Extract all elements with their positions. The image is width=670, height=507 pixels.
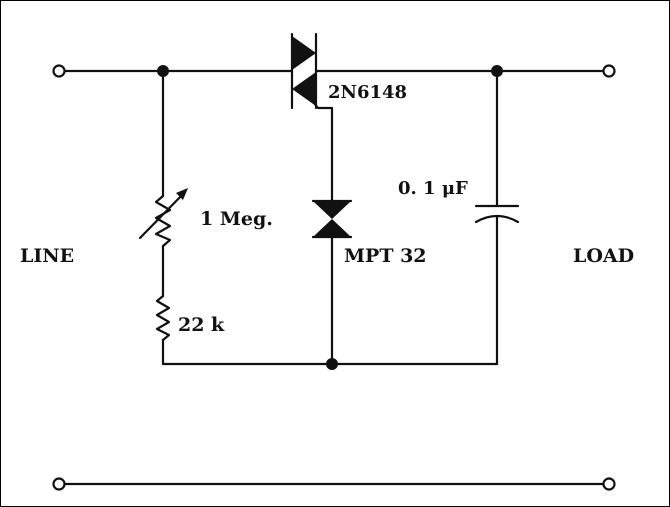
potentiometer-arrowhead (176, 188, 188, 200)
potentiometer-arrow (138, 190, 187, 240)
junction-top-left (157, 65, 169, 77)
label-potentiometer: 1 Meg. (200, 208, 273, 230)
label-resistor: 22 k (178, 314, 225, 336)
terminal-load-top (602, 64, 616, 78)
triac-triangle-forward (292, 36, 316, 70)
diac-triangle-up (314, 219, 350, 236)
label-line: LINE (20, 245, 74, 267)
resistor-22k (155, 294, 171, 342)
diac-triangle-down (314, 202, 350, 219)
triac-gate-lead (308, 96, 334, 202)
terminal-load-bottom (602, 477, 616, 491)
terminal-line-top (52, 64, 66, 78)
label-triac: 2N6148 (328, 82, 407, 103)
potentiometer-1meg (154, 194, 172, 248)
label-diac: MPT 32 (344, 245, 427, 267)
junction-bottom (326, 358, 338, 370)
label-capacitor: 0. 1 μF (398, 178, 468, 199)
junction-top-right (491, 65, 503, 77)
label-load: LOAD (573, 245, 634, 267)
terminal-line-bottom (52, 477, 66, 491)
